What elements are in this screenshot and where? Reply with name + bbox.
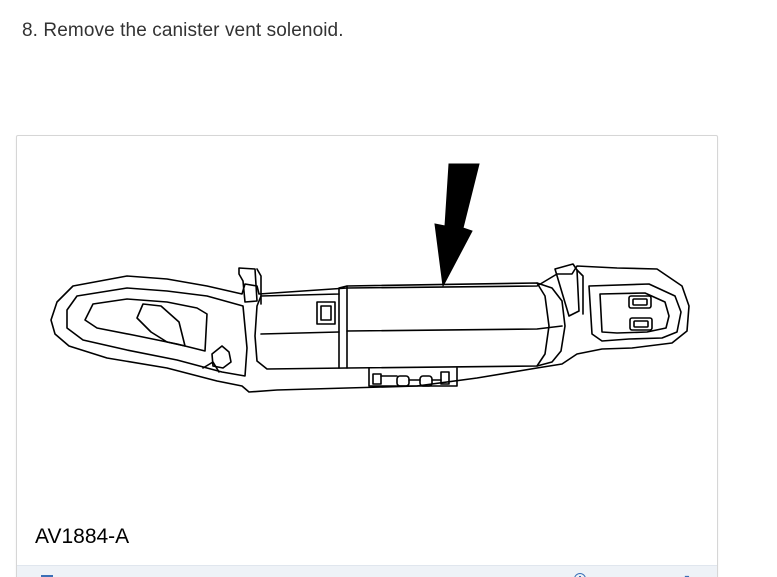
step-instruction: 8. Remove the canister vent solenoid. xyxy=(22,20,344,41)
zoom-in-icon[interactable] xyxy=(572,571,588,577)
expand-icon[interactable]: ↗ xyxy=(677,571,693,577)
menu-icon[interactable] xyxy=(39,571,55,577)
figure-card: AV1884-A ↗ xyxy=(16,135,718,577)
canister-vent-solenoid-illustration xyxy=(50,163,690,393)
figure-code: AV1884-A xyxy=(35,525,130,548)
figure-toolbar: ↗ xyxy=(17,565,717,577)
